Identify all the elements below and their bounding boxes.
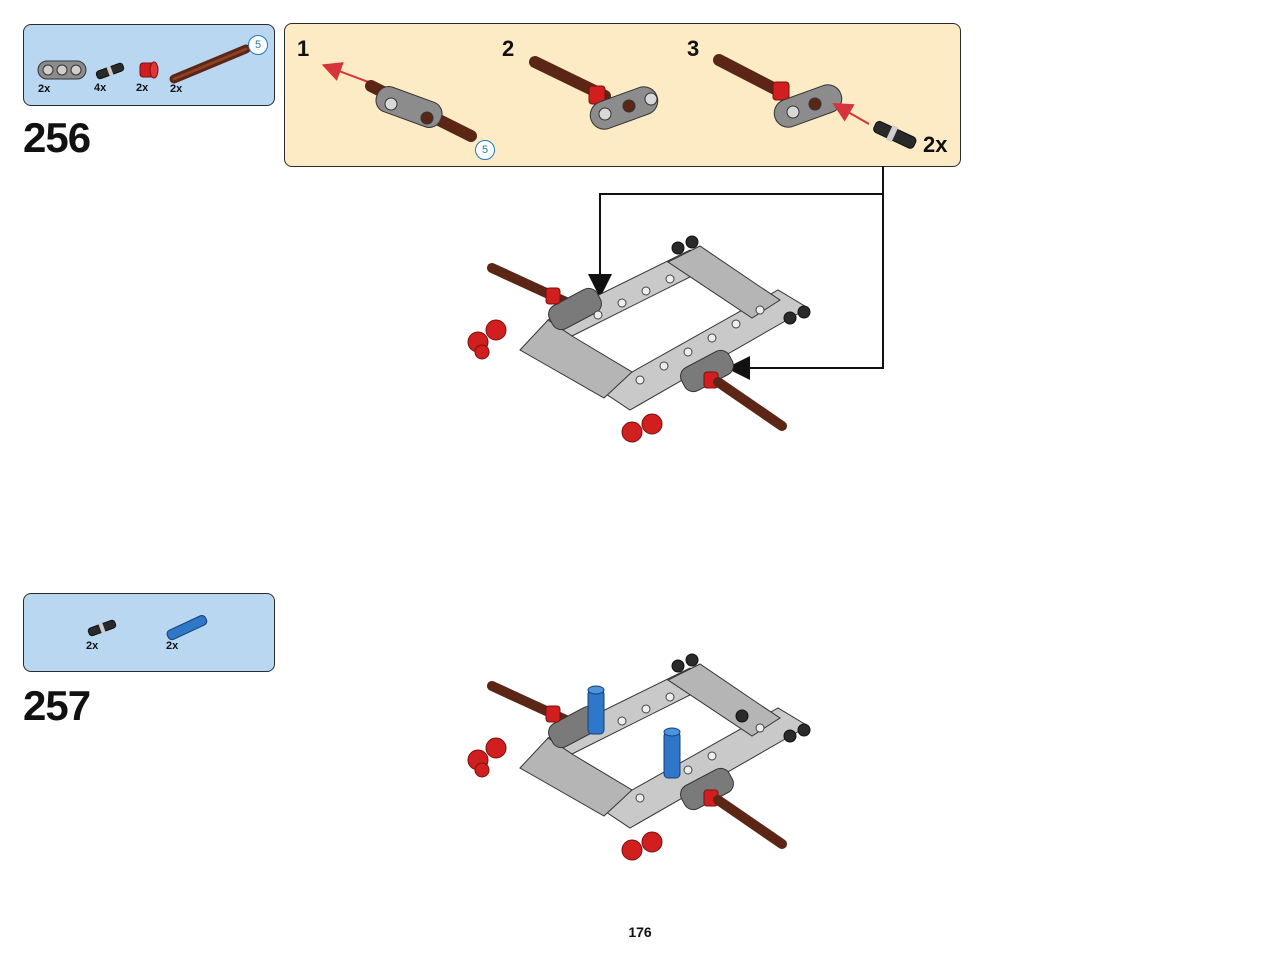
frame-assembly-256 — [467, 235, 811, 443]
parts-list-257: 2x 2x — [23, 593, 275, 672]
step-number: 256 — [23, 114, 91, 161]
pin-black-icon — [873, 120, 917, 149]
substep-3-drawing — [713, 54, 917, 149]
axle-pin-blue-icon — [166, 614, 208, 641]
pin-black-icon — [87, 619, 117, 637]
axle-pin-blue-icon — [663, 727, 681, 779]
beam-3-icon — [37, 60, 87, 80]
parts-illustration — [37, 44, 251, 84]
parts-list-256: 2x 4x 2x 2x 5 — [23, 24, 275, 106]
substep-number: 2 — [502, 36, 515, 61]
axle-length-badge: 5 — [248, 35, 268, 55]
pin-black-icon — [95, 62, 125, 80]
part-qty: 2x — [170, 83, 183, 95]
subassembly-callout: 1 2 3 — [284, 23, 961, 167]
callout-arrow — [726, 194, 884, 380]
parts-illustration — [87, 614, 208, 641]
axle-5-brown-icon — [169, 44, 251, 84]
bush-red-icon — [139, 61, 159, 79]
substep-number: 1 — [297, 36, 310, 61]
callout-arrow — [588, 166, 884, 298]
part-qty: 2x — [86, 640, 99, 652]
axle-length-badge: 5 — [475, 140, 495, 160]
part-qty: 2x — [136, 82, 149, 94]
frame-assembly-257 — [467, 653, 811, 861]
subassembly-illustration — [321, 54, 917, 149]
insert-arrow — [832, 103, 870, 125]
substep-2-drawing — [529, 56, 659, 130]
axle-pin-blue-icon — [587, 685, 605, 735]
substep-number: 3 — [687, 36, 700, 61]
part-qty: 2x — [38, 83, 51, 95]
page-number: 176 — [628, 924, 652, 940]
substep-1-drawing — [321, 62, 477, 142]
step-number: 257 — [23, 682, 91, 729]
multiplier: 2x — [923, 132, 948, 157]
part-qty: 2x — [166, 640, 179, 652]
part-qty: 4x — [94, 82, 107, 94]
